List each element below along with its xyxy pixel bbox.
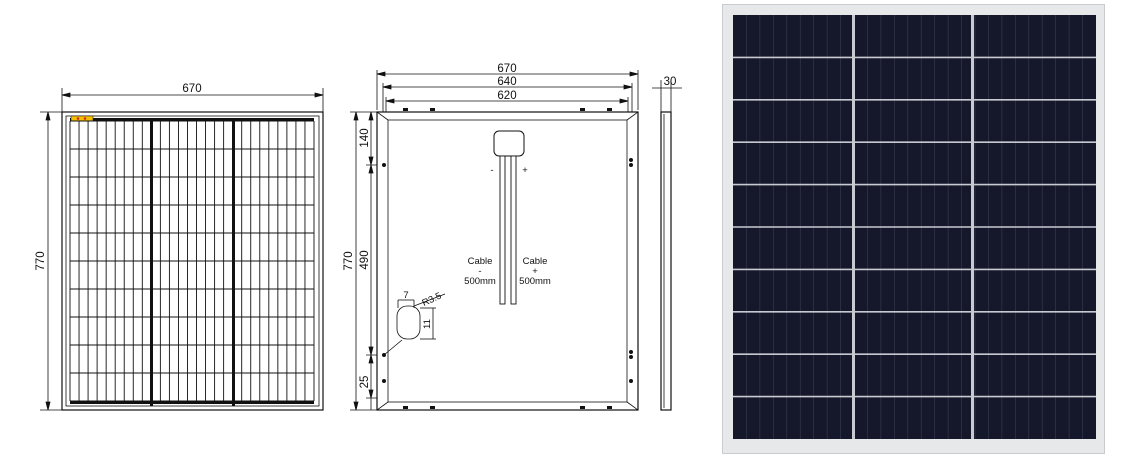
photo-cell-grid bbox=[733, 15, 1096, 439]
bottom-offset-label: 25 bbox=[359, 376, 371, 389]
cable-right-length: 500mm bbox=[519, 276, 551, 287]
mounting-hole bbox=[607, 406, 612, 409]
photo-string-gap bbox=[852, 15, 855, 439]
thickness-label: 30 bbox=[664, 76, 677, 88]
junction-minus-label: - bbox=[490, 165, 493, 176]
slot-detail bbox=[383, 293, 446, 356]
back-height-label: 770 bbox=[343, 251, 355, 270]
front-width-label: 670 bbox=[182, 83, 201, 95]
hole-span-inner-dimension bbox=[385, 97, 629, 112]
mounting-hole bbox=[629, 379, 633, 383]
mounting-hole bbox=[430, 108, 435, 111]
cable-right-title: Cable bbox=[523, 256, 548, 267]
hole-span-outer-dimension bbox=[382, 83, 633, 112]
front-height-label: 770 bbox=[35, 251, 47, 270]
back-height-dimension bbox=[350, 111, 377, 411]
mounting-hole bbox=[607, 108, 612, 111]
mounting-hole bbox=[580, 406, 585, 409]
mounting-hole bbox=[629, 355, 633, 359]
junction-box bbox=[493, 130, 525, 157]
slot-length-label: 11 bbox=[422, 319, 433, 329]
back-frame-corners bbox=[376, 111, 639, 411]
mounting-hole bbox=[382, 163, 386, 167]
thickness-dimension bbox=[652, 80, 682, 112]
mounting-hole bbox=[629, 163, 633, 167]
mount-hole-chain-dimension bbox=[366, 111, 384, 410]
front-top-busbar bbox=[70, 118, 314, 121]
cable-left-title: Cable bbox=[468, 256, 493, 267]
back-panel-frame bbox=[376, 111, 639, 411]
mounting-hole bbox=[580, 108, 585, 111]
cable-positive bbox=[510, 155, 517, 305]
nameplate-dot bbox=[83, 117, 87, 120]
cable-right-polarity: + bbox=[532, 266, 538, 277]
side-frame bbox=[660, 111, 672, 411]
back-width-dimension bbox=[376, 70, 639, 110]
front-string-divider bbox=[232, 118, 235, 406]
mounting-hole bbox=[382, 379, 386, 383]
hole-span-outer-label: 640 bbox=[497, 76, 516, 88]
mounting-hole bbox=[403, 406, 408, 409]
front-height-dimension bbox=[40, 111, 62, 411]
cable-negative bbox=[499, 155, 506, 305]
cable-left-polarity: - bbox=[478, 266, 481, 277]
slot-width-label: 7 bbox=[403, 290, 408, 301]
photo-string-gap bbox=[971, 15, 974, 439]
mounting-hole bbox=[629, 158, 633, 162]
mounting-hole bbox=[403, 108, 408, 111]
mounting-hole bbox=[430, 406, 435, 409]
nameplate-dot bbox=[76, 117, 80, 120]
top-offset-label: 140 bbox=[359, 128, 371, 147]
mounting-hole bbox=[629, 350, 633, 354]
back-width-label: 670 bbox=[497, 63, 516, 75]
hole-spacing-label: 490 bbox=[359, 250, 371, 269]
front-bottom-busbar bbox=[70, 401, 314, 404]
front-panel-inner-frame bbox=[65, 115, 320, 407]
slot-outline bbox=[396, 305, 421, 340]
front-width-dimension bbox=[61, 88, 324, 112]
cable-left-length: 500mm bbox=[464, 276, 496, 287]
hole-span-inner-label: 620 bbox=[497, 90, 516, 102]
junction-plus-label: + bbox=[522, 165, 528, 176]
back-panel-inner-frame bbox=[387, 119, 628, 403]
mounting-holes bbox=[382, 108, 633, 409]
front-string-divider bbox=[150, 118, 153, 406]
